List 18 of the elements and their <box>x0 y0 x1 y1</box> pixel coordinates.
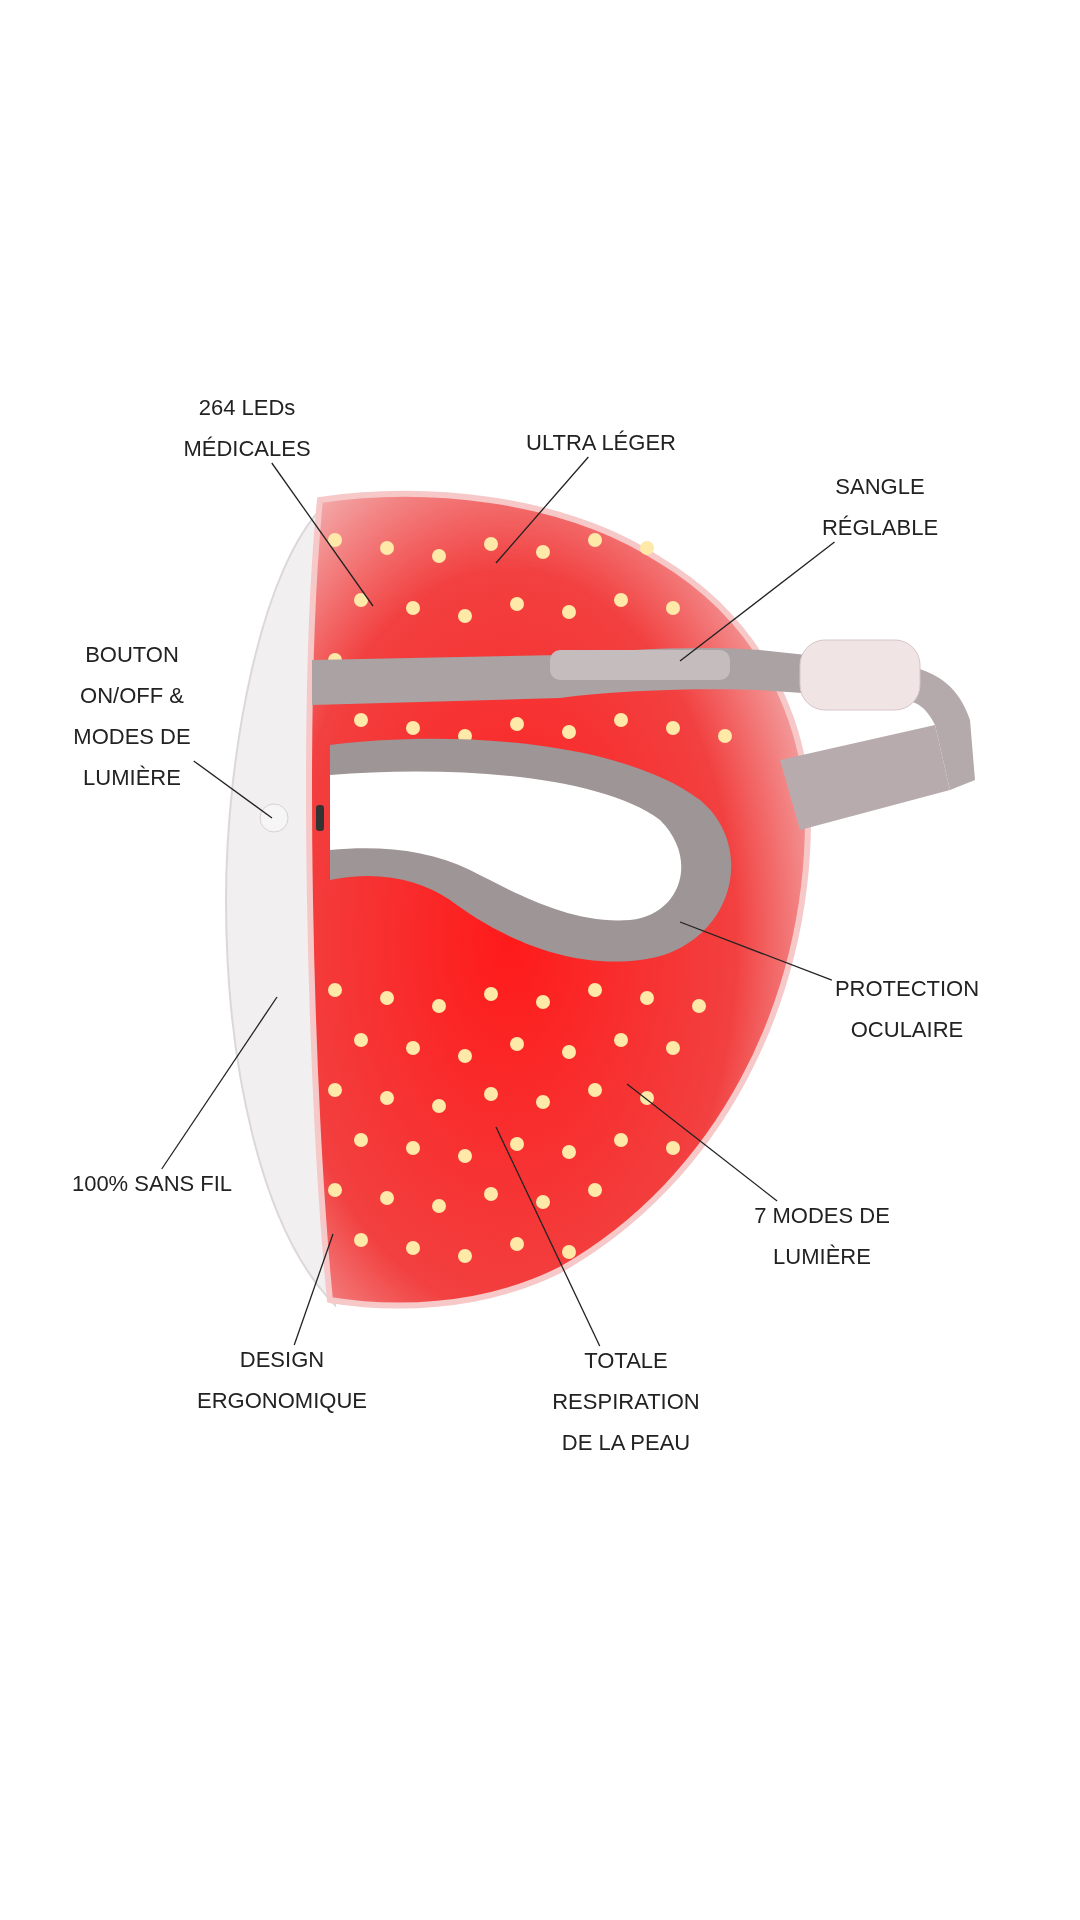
leader-line <box>161 996 278 1170</box>
leader-line <box>679 541 836 662</box>
callout-label: TOTALE RESPIRATION DE LA PEAU <box>541 1340 711 1463</box>
leader-line <box>495 1126 601 1347</box>
leader-line <box>193 760 273 819</box>
leader-line <box>626 1083 778 1202</box>
callout-label: ULTRA LÉGER <box>491 422 711 463</box>
callout-label: PROTECTION OCULAIRE <box>822 968 992 1050</box>
callout-label: BOUTON ON/OFF & MODES DE LUMIÈRE <box>62 634 202 798</box>
leader-line <box>271 462 374 607</box>
leader-line <box>293 1233 334 1346</box>
callout-label: 7 MODES DE LUMIÈRE <box>742 1195 902 1277</box>
callout-label: 100% SANS FIL <box>42 1163 262 1204</box>
callout-label: SANGLE RÉGLABLE <box>800 466 960 548</box>
callout-label: DESIGN ERGONOMIQUE <box>187 1339 377 1421</box>
leader-line <box>679 921 833 981</box>
callout-label: 264 LEDs MÉDICALES <box>162 387 332 469</box>
leader-line <box>495 456 589 564</box>
